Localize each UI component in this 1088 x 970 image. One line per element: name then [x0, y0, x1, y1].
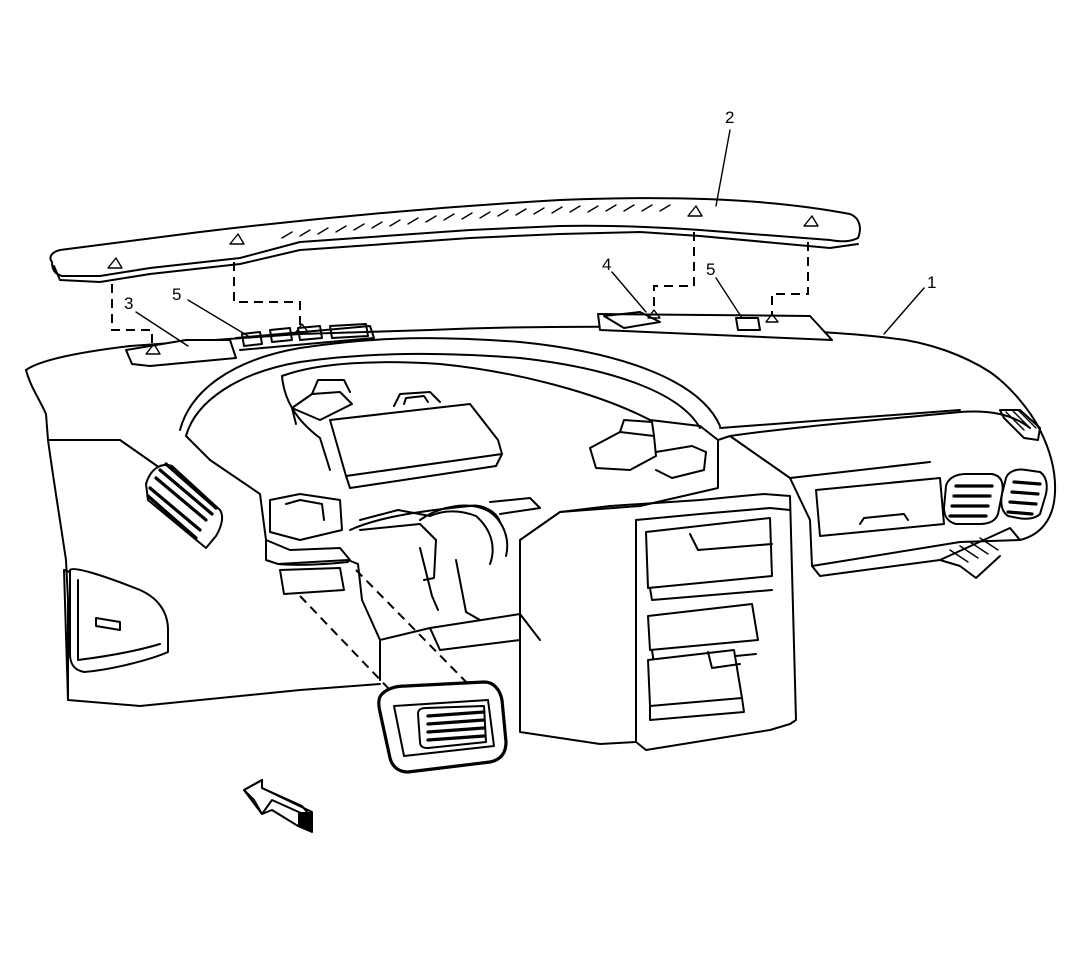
- callout-leaders: [135, 129, 925, 347]
- view-direction-arrow-icon: [243, 779, 313, 833]
- callout-5-right: 5: [706, 260, 715, 279]
- right-center-air-outlet: [943, 473, 1004, 525]
- defroster-grille-panel: [49, 197, 861, 283]
- left-side-air-outlet: [145, 462, 224, 549]
- right-side-air-outlet: [1000, 468, 1048, 520]
- callout-2: 2: [725, 108, 734, 127]
- triangle-fastener-icon: [107, 205, 819, 269]
- callout-labels: 1 2 3 4 5 5: [124, 108, 936, 313]
- callout-5-left: 5: [172, 285, 181, 304]
- alignment-dashed-lines: [111, 232, 809, 350]
- left-center-air-outlet-exploded: [299, 569, 508, 774]
- callout-3: 3: [124, 294, 133, 313]
- instrument-panel-carrier: [25, 309, 1057, 751]
- callout-4: 4: [602, 255, 611, 274]
- callout-1: 1: [927, 273, 936, 292]
- grille-slots: [281, 204, 671, 239]
